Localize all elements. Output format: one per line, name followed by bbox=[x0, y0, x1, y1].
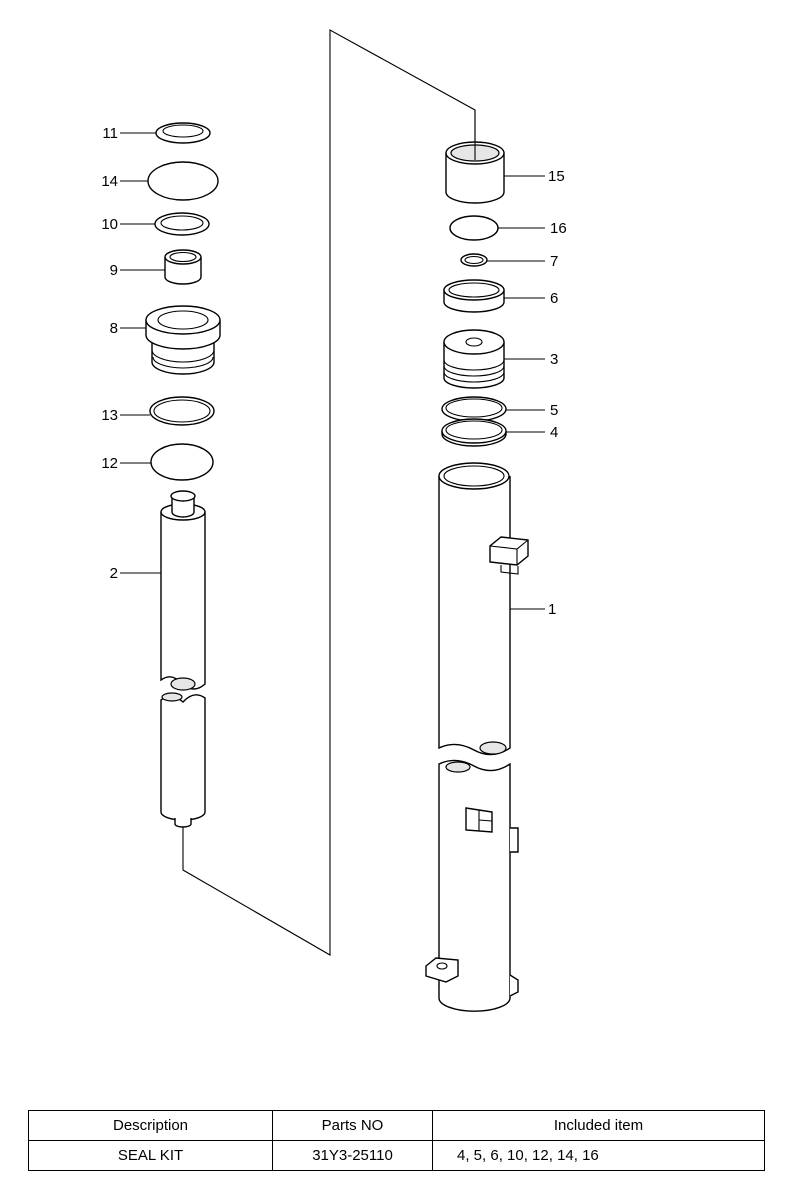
callout-11: 11 bbox=[102, 125, 118, 142]
header-parts-no: Parts NO bbox=[272, 1110, 433, 1141]
part-4-ring bbox=[441, 418, 507, 447]
part-1-cylinder-tube-upper bbox=[438, 462, 529, 756]
header-included-item: Included item bbox=[432, 1110, 765, 1141]
cell-description: SEAL KIT bbox=[28, 1140, 273, 1171]
cell-parts-no: 31Y3-25110 bbox=[272, 1140, 433, 1171]
assembly-guide-line bbox=[182, 29, 476, 956]
callout-15: 15 bbox=[548, 168, 565, 185]
callout-labels: 11 14 10 9 8 13 12 2 15 16 7 6 3 5 4 1 bbox=[101, 125, 566, 618]
part-10-backup-ring bbox=[154, 212, 210, 236]
part-2-piston-rod-upper bbox=[160, 490, 206, 691]
callout-4: 4 bbox=[550, 424, 558, 441]
callout-3: 3 bbox=[550, 351, 558, 368]
table-header-row: Description Parts NO Included item bbox=[28, 1110, 765, 1141]
seal-kit-table: Description Parts NO Included item SEAL … bbox=[28, 1110, 765, 1171]
part-8-gland bbox=[145, 305, 221, 375]
callout-7: 7 bbox=[550, 253, 558, 270]
header-description: Description bbox=[28, 1110, 273, 1141]
part-16-o-ring bbox=[449, 215, 499, 241]
callout-13: 13 bbox=[101, 407, 118, 424]
cell-included-item: 4, 5, 6, 10, 12, 14, 16 bbox=[432, 1140, 765, 1171]
part-6-wear-ring bbox=[443, 279, 505, 313]
callout-2: 2 bbox=[110, 565, 118, 582]
part-11-wiper-ring bbox=[155, 122, 211, 144]
part-13-o-ring bbox=[149, 396, 215, 426]
part-12-o-ring bbox=[150, 443, 214, 481]
callout-6: 6 bbox=[550, 290, 558, 307]
callout-5: 5 bbox=[550, 402, 558, 419]
part-3-piston bbox=[443, 329, 505, 389]
table-row: SEAL KIT 31Y3-25110 4, 5, 6, 10, 12, 14,… bbox=[28, 1140, 765, 1171]
callout-9: 9 bbox=[110, 262, 118, 279]
part-5-ring bbox=[441, 396, 507, 422]
exploded-cylinder-diagram: 11 14 10 9 8 13 12 2 15 16 7 6 3 5 4 1 bbox=[101, 29, 567, 1012]
callout-16: 16 bbox=[550, 220, 567, 237]
part-9-bushing bbox=[164, 249, 202, 285]
part-14-o-ring bbox=[147, 161, 219, 201]
callout-1: 1 bbox=[548, 601, 556, 618]
leader-lines bbox=[120, 132, 545, 610]
part-7-ring bbox=[460, 253, 488, 267]
part-2-piston-rod-lower bbox=[160, 692, 206, 828]
callout-14: 14 bbox=[101, 173, 118, 190]
callout-8: 8 bbox=[110, 320, 118, 337]
part-1-cylinder-tube-lower bbox=[425, 759, 519, 1012]
callout-10: 10 bbox=[101, 216, 118, 233]
callout-12: 12 bbox=[101, 455, 118, 472]
